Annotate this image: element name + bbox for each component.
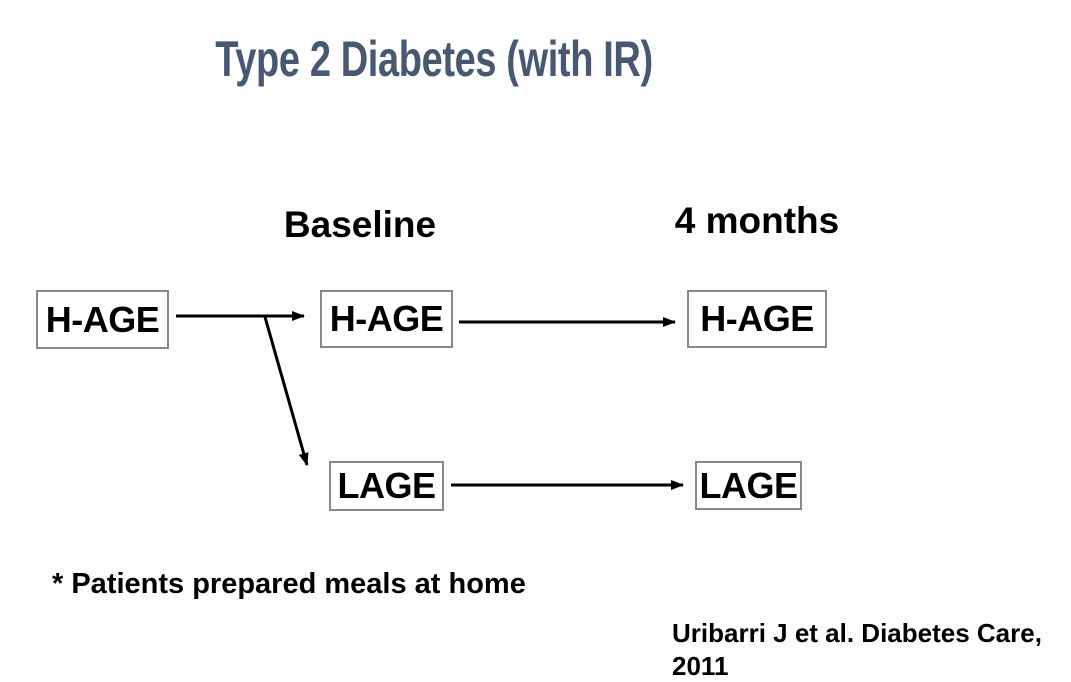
node-baseline-lage: LAGE <box>329 461 444 511</box>
node-entry-h-age: H-AGE <box>36 290 169 349</box>
node-4-months-h-age-label: H-AGE <box>700 298 814 339</box>
node-entry-h-age-label: H-AGE <box>45 298 160 340</box>
arrow-entry-to-baseline-lage <box>263 316 309 466</box>
citation-line-2: 2011 <box>672 651 729 682</box>
node-4-months-lage: LAGE <box>695 461 802 510</box>
footnote: * Patients prepared meals at home <box>52 568 526 600</box>
column-header-baseline: Baseline <box>283 204 437 245</box>
node-4-months-h-age: H-AGE <box>687 290 827 348</box>
slide-title-text: Type 2 Diabetes (with IR) <box>215 31 653 87</box>
slide-title: Type 2 Diabetes (with IR) <box>146 32 722 87</box>
column-header-4-months: 4 months <box>674 200 840 241</box>
node-4-months-lage-label: LAGE <box>699 464 798 506</box>
node-baseline-lage-label: LAGE <box>337 465 436 506</box>
node-baseline-h-age: H-AGE <box>320 290 453 348</box>
citation: Uribarri J et al. Diabetes Care, 2011 <box>672 617 1042 682</box>
node-baseline-h-age-label: H-AGE <box>329 298 444 339</box>
citation-line-1: Uribarri J et al. Diabetes Care, <box>672 618 1042 648</box>
